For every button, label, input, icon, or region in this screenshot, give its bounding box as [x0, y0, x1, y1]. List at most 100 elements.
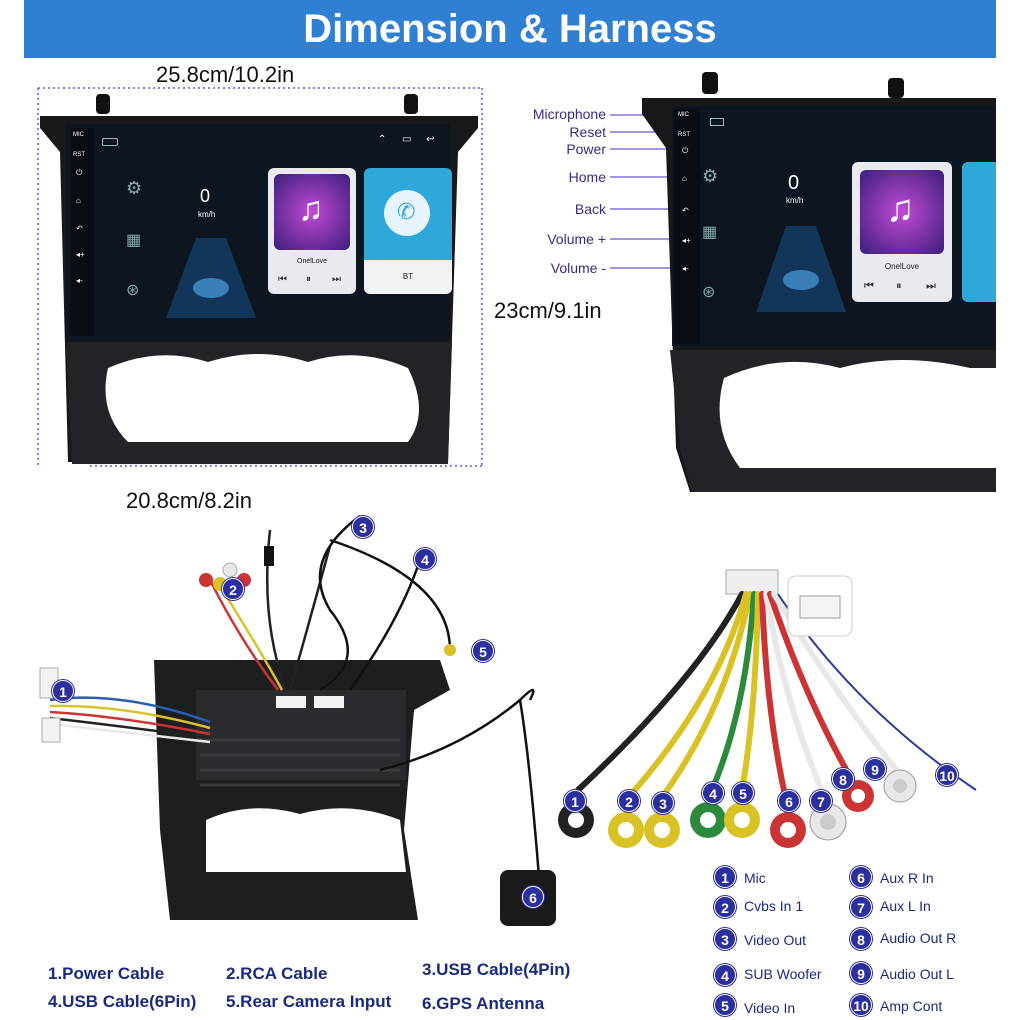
rca-callout-10: 10 [936, 764, 958, 786]
rca-callout-4: 4 [702, 782, 724, 804]
label-home: Home [568, 169, 606, 185]
bottom-width-label: 20.8cm/8.2in [126, 488, 252, 513]
callout-5: 5 [472, 640, 494, 662]
home-outline-icon[interactable] [102, 138, 118, 146]
callout-3: 3 [352, 516, 374, 538]
cable-item-5: 5.Rear Camera Input [226, 992, 392, 1011]
phone-icon: ✆ [384, 190, 430, 236]
page-title: Dimension & Harness [24, 0, 996, 58]
dimension-lines [37, 87, 483, 467]
closeup-back-icon[interactable]: ↶ [682, 206, 689, 215]
label-back: Back [574, 201, 606, 217]
legend-num-7: 7 [850, 896, 872, 918]
rst-label: RST [73, 152, 85, 158]
label-volume-down: Volume - [550, 260, 606, 276]
rca-callout-6: 6 [778, 790, 800, 812]
volume-down-icon[interactable]: ◂- [76, 276, 83, 285]
legend-num-2: 2 [714, 896, 736, 918]
speed-value: 0 [200, 186, 211, 206]
legend-label-6: Aux R In [880, 870, 934, 886]
closeup-volume-up-icon[interactable]: ◂+ [682, 236, 691, 245]
closeup-apps-icon[interactable]: ▦ [702, 224, 718, 241]
return-icon[interactable]: ↩ [426, 134, 435, 145]
legend-label-1: Mic [744, 870, 766, 886]
closeup-next-icon[interactable]: ⏭ [926, 280, 936, 292]
apps-grid-icon[interactable]: ▦ [126, 232, 142, 249]
closeup-home-icon[interactable]: ⌂ [682, 174, 687, 183]
callout-1: 1 [52, 680, 74, 702]
callout-6: 6 [522, 886, 544, 908]
window-icon[interactable]: ▭ [402, 134, 412, 145]
mic-label: MIC [73, 132, 84, 138]
closeup-mic: MIC [678, 112, 689, 118]
closeup-music-note-icon: ♫ [886, 188, 915, 230]
legend-num-10: 10 [850, 994, 872, 1016]
side-button-strip: MIC RST ⏻ ⌂ ↶ ◂+ ◂- [70, 128, 94, 336]
bt-label: BT [402, 272, 414, 281]
rca-callout-3: 3 [652, 792, 674, 814]
home-icon[interactable]: ⌂ [76, 196, 81, 205]
harness-unit-back: 1 2 3 4 5 6 [30, 500, 570, 950]
rca-callout-8: 8 [832, 768, 854, 790]
closeup-volume-down-icon[interactable]: ◂- [682, 264, 689, 273]
legend-label-3: Video Out [744, 932, 807, 948]
back-icon[interactable]: ↶ [76, 224, 83, 233]
closeup-music-tile[interactable]: ♫ OnelLove ⏮ ⏸ ⏭ [852, 162, 952, 302]
bt-tile[interactable]: ✆ BT [364, 168, 452, 294]
harness-wiring-icon [39, 514, 556, 926]
power-icon[interactable]: ⏻ [76, 168, 83, 177]
callout-2: 2 [222, 578, 244, 600]
speed-unit: km/h [198, 210, 216, 219]
music-art: ♫ [274, 174, 350, 250]
cable-item-1: 1.Power Cable [48, 964, 165, 983]
closeup-settings-icon[interactable]: ⚙ [702, 166, 719, 186]
closeup-speed-unit: km/h [786, 196, 804, 205]
closeup-car-icon [756, 226, 846, 312]
closeup-power-icon[interactable]: ⏻ [682, 146, 689, 155]
legend-label-8: Audio Out R [880, 930, 957, 946]
cable-item-4: 4.USB Cable(6Pin) [48, 992, 197, 1011]
rca-callout-1: 1 [564, 790, 586, 812]
label-power: Power [566, 141, 606, 157]
closeup-screen: MIC RST ⏻ ⌂ ↶ ◂+ ◂- ⚙ ▦ ⊛ 0 km/h ♫ OnelL… [672, 106, 996, 346]
closeup-prev-icon[interactable]: ⏮ [864, 280, 874, 292]
cable-item-2: 2.RCA Cable [226, 964, 328, 983]
pause-icon[interactable]: ⏸ [306, 274, 311, 285]
closeup-nav-icon[interactable]: ⊛ [702, 284, 716, 301]
legend-num-1: 1 [714, 866, 736, 888]
volume-up-icon[interactable]: ◂+ [76, 250, 85, 259]
closeup-pause-icon[interactable]: ⏸ [896, 280, 902, 292]
legend-label-10: Amp Cont [880, 998, 943, 1014]
closeup-button-strip: MIC RST ⏻ ⌂ ↶ ◂+ ◂- [674, 108, 700, 344]
rca-callout-7: 7 [810, 790, 832, 812]
legend-label-5: Video In [744, 1000, 796, 1016]
closeup-bt-tile[interactable] [962, 162, 996, 302]
nav-icon[interactable]: ⊛ [126, 282, 140, 299]
cable-item-3: 3.USB Cable(4Pin) [422, 960, 571, 979]
music-tile[interactable]: ♫ OnelLove ⏮ ⏸ ⏭ [268, 168, 356, 294]
label-reset: Reset [569, 124, 606, 140]
label-volume-up: Volume + [547, 231, 606, 247]
legend-label-4: SUB Woofer [744, 966, 822, 982]
next-icon[interactable]: ⏭ [332, 274, 341, 285]
rca-harness: 1 2 3 4 5 6 7 8 9 10 [556, 560, 1016, 860]
prev-icon[interactable]: ⏮ [278, 274, 287, 285]
legend-num-6: 6 [850, 866, 872, 888]
callout-4: 4 [414, 548, 436, 570]
legend-num-4: 4 [714, 964, 736, 986]
rca-legend: 1 Mic 2 Cvbs In 1 3 Video Out 4 SUB Woof… [714, 866, 1014, 1020]
expand-icon[interactable]: ⌃ [378, 134, 387, 145]
closeup-speed: 0 [788, 172, 800, 194]
radio-unit-front: MIC RST ⏻ ⌂ ↶ ◂+ ◂- ⌃ ▭ ↩ ⚙ ▦ ⊛ 0 km/h ♫… [38, 92, 480, 474]
rca-callout-2: 2 [618, 790, 640, 812]
closeup-music-title: OnelLove [884, 262, 920, 271]
closeup-home-outline-icon[interactable] [710, 118, 724, 126]
legend-label-2: Cvbs In 1 [744, 898, 804, 914]
closeup-rst: RST [678, 132, 690, 138]
legend-label-9: Audio Out L [880, 966, 954, 982]
cable-item-6: 6.GPS Antenna [422, 994, 545, 1013]
height-label: 23cm/9.1in [494, 298, 602, 323]
screen-display: MIC RST ⏻ ⌂ ↶ ◂+ ◂- ⌃ ▭ ↩ ⚙ ▦ ⊛ 0 km/h ♫… [66, 124, 452, 340]
settings-icon[interactable]: ⚙ [126, 178, 143, 198]
legend-num-5: 5 [714, 994, 736, 1016]
